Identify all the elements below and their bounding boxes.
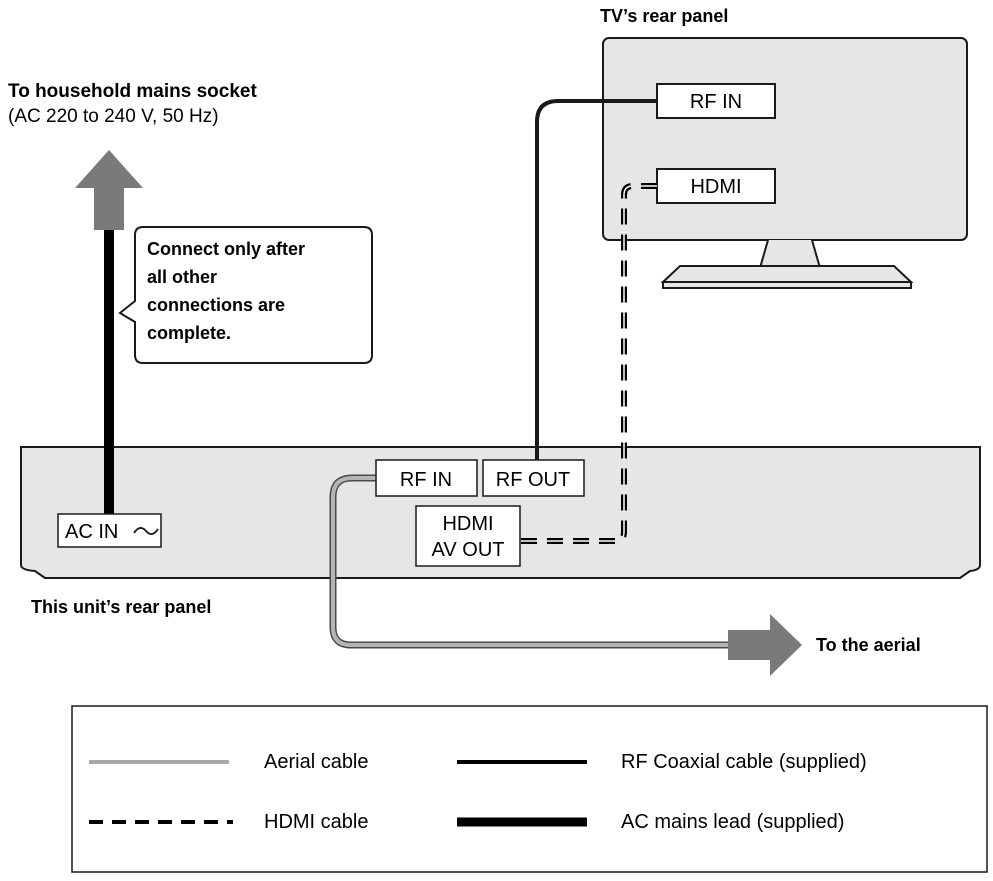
unit-port-ac-in-box: [57, 513, 162, 548]
unit-rear-panel-label: This unit’s rear panel: [31, 597, 211, 617]
rf-coaxial-cable: [535, 99, 657, 460]
unit-port-rf-in-box: [375, 459, 478, 497]
aerial-arrow-icon: [728, 614, 802, 676]
unit-port-rf-out: RF OUT: [496, 469, 570, 491]
aerial-cable: [331, 476, 730, 647]
callout-bubble: [118, 226, 373, 364]
callout-line-2: all other: [147, 267, 217, 287]
mains-arrow-icon: [75, 150, 143, 230]
callout-line-4: complete.: [147, 323, 231, 343]
tv-port-hdmi: HDMI: [690, 176, 741, 198]
mains-spec: (AC 220 to 240 V, 50 Hz): [8, 106, 219, 127]
callout-line-3: connections are: [147, 295, 285, 315]
tv-rear-panel-label: TV’s rear panel: [600, 6, 728, 26]
tv: [602, 37, 968, 289]
legend-aerial-label: Aerial cable: [264, 751, 369, 773]
callout-line-1: Connect only after: [147, 239, 305, 259]
tv-stand-base: [660, 265, 914, 283]
hdmi-cable-core: [521, 185, 657, 542]
legend-hdmi-label: HDMI cable: [264, 811, 368, 833]
tv-screen: [602, 37, 968, 241]
unit-port-rf-in: RF IN: [400, 469, 452, 491]
tv-port-rf-in: RF IN: [690, 91, 742, 113]
tv-port-hdmi-box: [656, 168, 776, 204]
unit-port-rf-out-box: [482, 459, 585, 497]
legend-ac-mains-label: AC mains lead (supplied): [621, 811, 844, 833]
unit-port-hdmi-av-out-line1: HDMI: [442, 513, 493, 535]
legend-rf-coaxial-label: RF Coaxial cable (supplied): [621, 751, 867, 773]
unit-port-hdmi-av-out-line2: AV OUT: [432, 539, 505, 561]
legend-box: [71, 705, 988, 873]
unit-port-hdmi-av-out-box: [415, 505, 521, 567]
unit-port-ac-in: AC IN: [65, 521, 118, 543]
tv-stand-base-bottom: [662, 281, 912, 289]
tilde-wave-icon: [133, 527, 159, 535]
mains-title: To household mains socket: [8, 81, 257, 102]
to-aerial-label: To the aerial: [816, 635, 921, 655]
tv-stand-neck: [758, 239, 822, 269]
